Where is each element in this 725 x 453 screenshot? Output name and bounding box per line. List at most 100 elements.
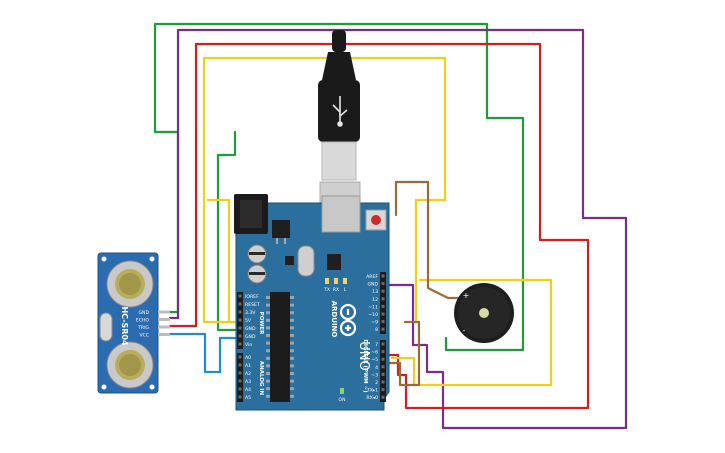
tx-label: TX — [323, 287, 330, 293]
chip-leg — [290, 379, 294, 383]
power-pin-hole[interactable] — [238, 294, 242, 298]
analog-title: ANALOG IN — [258, 361, 264, 396]
buzzer-plus: + — [463, 291, 470, 300]
rx-label: RX — [333, 287, 339, 293]
digital-pin-label: ~3 — [371, 372, 378, 378]
small-chip — [285, 256, 294, 265]
reg-leg — [284, 238, 286, 244]
digital-pin-hole[interactable] — [381, 297, 385, 301]
digital-header-bottom — [380, 340, 386, 402]
chip-leg — [290, 394, 294, 398]
digital-pin-hole[interactable] — [381, 304, 385, 308]
digital-pin-hole[interactable] — [381, 327, 385, 331]
analog-pin-hole[interactable] — [238, 371, 242, 375]
digital-pin-label: ~9 — [371, 320, 378, 326]
digital-pin-hole[interactable] — [381, 388, 385, 392]
power-title: POWER — [258, 312, 264, 336]
digital-pin-hole[interactable] — [381, 342, 385, 346]
power-pin-hole[interactable] — [238, 342, 242, 346]
power-pin-hole[interactable] — [238, 334, 242, 338]
digital-pin-hole[interactable] — [381, 350, 385, 354]
wire-yellow-right[interactable] — [390, 278, 553, 387]
digital-pin-hole[interactable] — [381, 289, 385, 293]
analog-pin-hole[interactable] — [238, 355, 242, 359]
transducer-bottom — [106, 341, 154, 389]
chip-leg — [290, 341, 294, 345]
wire-yellow-vcc[interactable] — [202, 56, 447, 324]
digital-pin-hole[interactable] — [381, 282, 385, 286]
digital-pin-hole[interactable] — [381, 357, 385, 361]
wire-blue-vcc[interactable] — [168, 332, 240, 374]
sensor-pin[interactable] — [158, 318, 170, 321]
piezo-buzzer[interactable]: + - — [454, 283, 514, 343]
digital-pin-label: 7 — [375, 342, 378, 348]
power-pin-label: 5V — [245, 318, 252, 324]
chip-leg — [290, 356, 294, 360]
digital-pin-hole[interactable] — [381, 372, 385, 376]
l-label: L — [344, 287, 347, 293]
chip-leg — [266, 356, 270, 360]
chip-leg — [290, 318, 294, 322]
analog-pin-hole[interactable] — [238, 363, 242, 367]
wire-green-board-gnd[interactable] — [216, 130, 240, 332]
usb-socket — [321, 195, 361, 233]
power-pin-label: GND — [245, 326, 256, 332]
digital-pin-hole[interactable] — [381, 395, 385, 399]
chip-leg — [290, 387, 294, 391]
wires — [153, 22, 628, 430]
digital-title: DIGITAL (PWM ~) — [362, 339, 368, 393]
power-pin-hole[interactable] — [238, 326, 242, 330]
mount-hole — [101, 256, 107, 262]
usb-cable-tip — [332, 30, 346, 52]
digital-pin-label: AREF — [366, 274, 378, 280]
power-header — [237, 292, 243, 349]
reg-leg — [276, 238, 278, 244]
digital-pin-label: 2 — [375, 380, 378, 386]
power-jack-inner — [240, 200, 262, 228]
digital-pin-hole[interactable] — [381, 312, 385, 316]
chip-pins — [266, 296, 294, 398]
chip-leg — [290, 311, 294, 315]
chip-leg — [266, 372, 270, 375]
analog-pin-hole[interactable] — [238, 387, 242, 391]
power-pin-hole[interactable] — [238, 302, 242, 306]
chip-leg — [290, 334, 294, 337]
voltage-regulator — [272, 220, 290, 238]
sensor-pin[interactable] — [158, 325, 170, 329]
digital-pin-label: 4 — [375, 365, 378, 371]
power-pin-hole[interactable] — [238, 310, 242, 314]
sensor-pin[interactable] — [158, 310, 170, 314]
chip-leg — [266, 349, 270, 353]
sensor-pin-label: TRIG — [137, 325, 149, 331]
sensor-pin-label: VCC — [139, 332, 149, 338]
digital-pin-label: 8 — [375, 327, 378, 333]
sensor-name: HC-SR04 — [120, 306, 129, 346]
digital-pin-hole[interactable] — [381, 380, 385, 384]
wire-red-trig[interactable] — [168, 42, 590, 410]
digital-header-top — [380, 272, 386, 334]
power-pin-label: GND — [245, 334, 256, 340]
analog-pin-label: A0 — [245, 355, 251, 361]
digital-pin-hole[interactable] — [381, 365, 385, 369]
power-pin-label: IOREF — [245, 294, 259, 300]
analog-pin-hole[interactable] — [238, 379, 242, 383]
chip-leg — [266, 341, 270, 345]
mount-hole — [101, 384, 107, 390]
power-pin-label: Vin — [245, 342, 252, 348]
analog-pin-hole[interactable] — [238, 395, 242, 399]
wire-brown-buzzer[interactable] — [383, 180, 467, 387]
wire-yellow-buzzer[interactable] — [203, 198, 240, 324]
wire-purple-echo[interactable] — [168, 28, 628, 430]
digital-pin-label: TX▸1 — [366, 388, 378, 394]
power-pin-hole[interactable] — [238, 318, 242, 322]
chip-leg — [266, 296, 270, 299]
digital-pin-hole[interactable] — [381, 320, 385, 324]
analog-pin-label: A3 — [245, 379, 251, 385]
reset-button-cap[interactable] — [371, 215, 381, 225]
digital-pin-hole[interactable] — [381, 274, 385, 278]
sensor-pin[interactable] — [158, 333, 170, 336]
